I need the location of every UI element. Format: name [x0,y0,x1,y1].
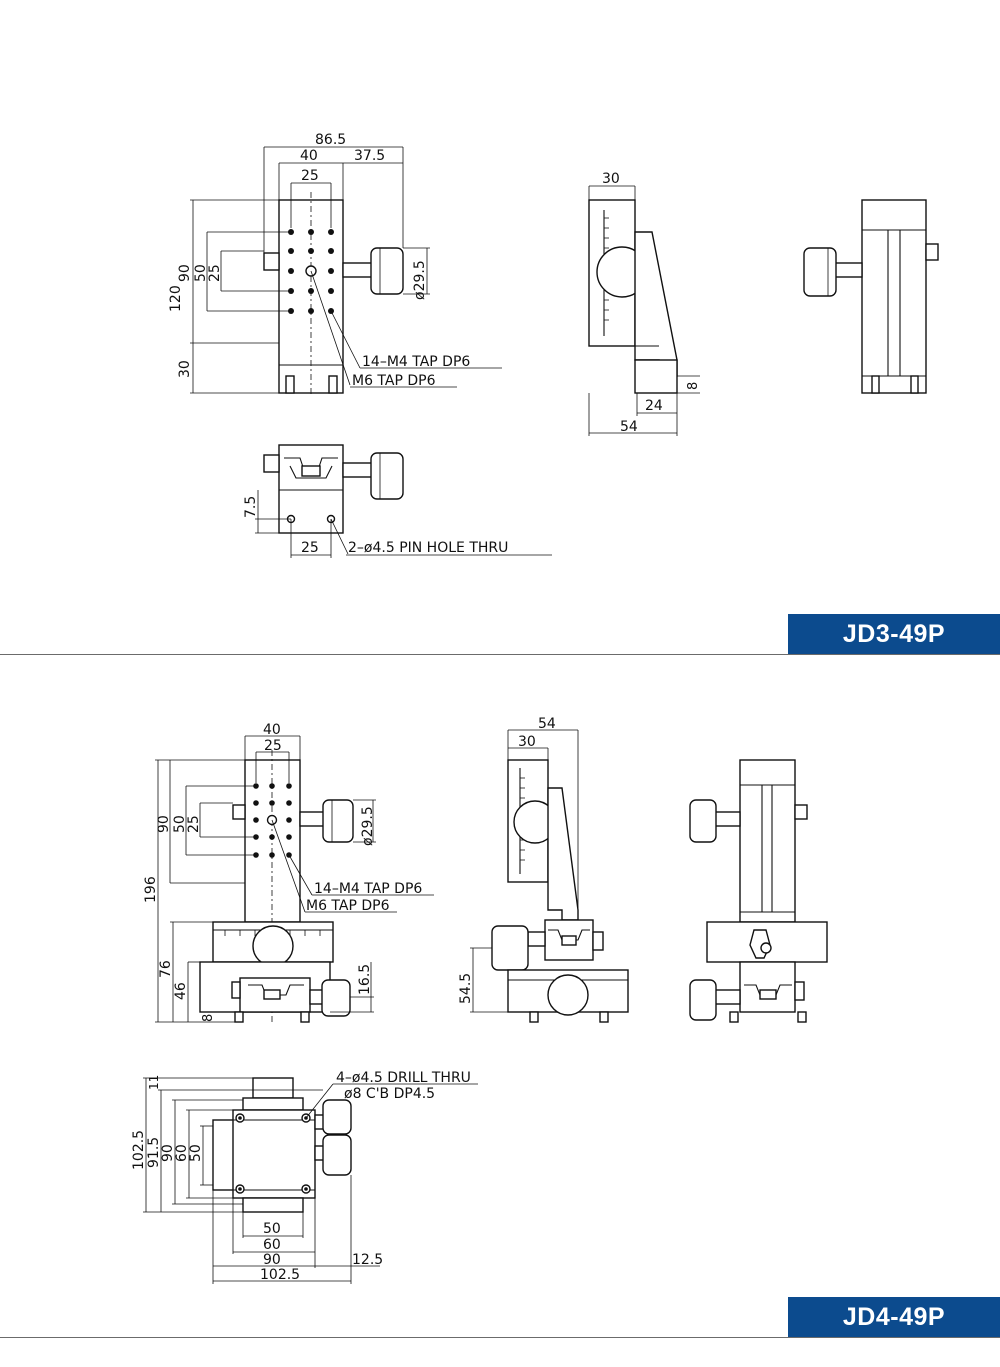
jd3-dim-25v: 25 [207,264,223,282]
jd4-side-dim-30: 30 [518,734,536,750]
jd3-note-m6: M6 TAP DP6 [352,373,436,389]
jd4-plan-dim-90: 90 [263,1252,281,1268]
jd4-side-dim-54: 54 [538,716,556,732]
jd3-dim-120: 120 [168,285,184,312]
model-badge-jd4: JD4-49P [788,1297,1000,1337]
jd4-plan-dim-90v: 90 [160,1144,176,1162]
jd4-dim-76: 76 [158,960,174,978]
jd4-note-drill: 4–ø4.5 DRILL THRU [336,1070,471,1086]
jd4-dim-25v: 25 [186,815,202,833]
jd4-plan-dim-102-5v: 102.5 [131,1130,147,1170]
model-label-jd3: JD3-49P [842,619,946,648]
jd4-plan-dim-60v: 60 [174,1144,190,1162]
jd3-side-dim-8: 8 [686,382,701,390]
section-divider [0,654,1000,655]
jd4-plan-view: 11 102.5 91.5 90 60 50 50 60 90 102.5 12… [131,1070,478,1284]
jd4-side-view: 54 30 54.5 [458,716,629,1023]
jd4-dim-40: 40 [263,722,281,738]
jd4-dim-25: 25 [264,738,282,754]
jd3-note-pin: 2–ø4.5 PIN HOLE THRU [348,540,508,556]
jd4-dim-46: 46 [173,982,189,1000]
jd4-note-cb: ø8 C'B DP4.5 [344,1086,435,1102]
jd3-dim-30: 30 [177,360,193,378]
model-badge-jd3: JD3-49P [788,614,1000,654]
jd4-plan-dim-50: 50 [263,1221,281,1237]
section-divider-bottom [0,1337,1000,1338]
jd4-plan-dim-11: 11 [147,1075,161,1090]
jd3-side-dim-54: 54 [620,419,638,435]
jd4-dim-16-5: 16.5 [357,964,373,995]
model-label-jd4: JD4-49P [842,1302,946,1331]
jd4-dim-90: 90 [156,815,172,833]
jd4-note-m6: M6 TAP DP6 [306,898,390,914]
jd4-dim-dia-29-5: ø29.5 [360,806,376,846]
jd3-front-view: 86.5 40 37.5 25 120 90 50 25 30 ø29.5 14… [168,132,502,395]
jd3-dim-40: 40 [300,148,318,164]
jd4-rear-view [689,759,828,1023]
jd4-dim-196: 196 [143,876,159,903]
jd4-plan-dim-60: 60 [263,1237,281,1253]
jd3-dim-50: 50 [193,264,209,282]
jd4-plan-dim-102-5: 102.5 [260,1267,300,1283]
jd3-dim-86-5: 86.5 [315,132,346,148]
jd4-dim-50: 50 [172,815,188,833]
jd4-hole-grid [253,783,292,858]
jd3-note-tap: 14–M4 TAP DP6 [362,354,470,370]
jd3-bottom-dim-7-5: 7.5 [243,496,259,518]
jd4-front-view: 40 25 90 50 25 196 76 46 8 ø29.5 16.5 14… [143,722,434,1023]
jd4-note-tap: 14–M4 TAP DP6 [314,881,422,897]
jd3-rear-view [803,199,939,394]
jd3-side-dim-30: 30 [602,171,620,187]
jd3-side-dim-24: 24 [645,398,663,414]
jd4-side-dim-54-5: 54.5 [458,973,474,1004]
jd4-dim-8: 8 [201,1014,216,1022]
jd4-plan-dim-12-5: 12.5 [352,1252,383,1268]
jd3-bottom-dim-25: 25 [301,540,319,556]
jd3-dim-dia-29-5: ø29.5 [412,260,428,300]
jd3-side-view: 30 54 24 8 [588,171,701,436]
jd3-dim-90: 90 [177,264,193,282]
jd3-dim-37-5: 37.5 [354,148,385,164]
jd4-plan-dim-91-5: 91.5 [146,1137,162,1168]
jd3-bottom-view: 7.5 25 2–ø4.5 PIN HOLE THRU [243,444,552,558]
jd4-plan-dim-50v: 50 [188,1144,204,1162]
jd3-dim-25: 25 [301,168,319,184]
